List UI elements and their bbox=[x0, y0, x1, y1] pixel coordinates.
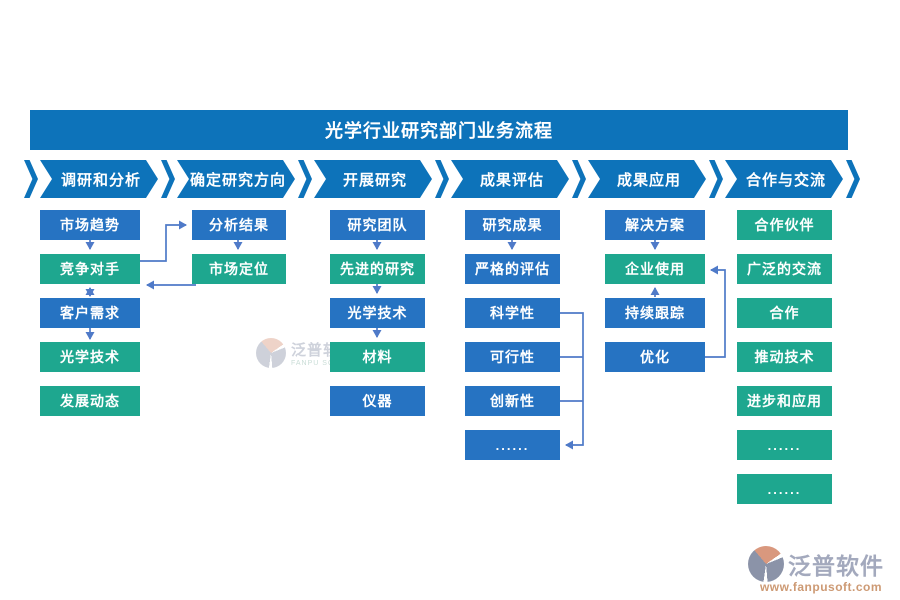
node-continuous-tracking: 持续跟踪 bbox=[605, 298, 705, 328]
page-title: 光学行业研究部门业务流程 bbox=[30, 110, 848, 150]
chevron-separator-icon bbox=[709, 160, 723, 198]
logo-name: 泛普软件 bbox=[788, 553, 884, 579]
node-customer-needs: 客户需求 bbox=[40, 298, 140, 328]
chevron-separator-icon bbox=[435, 160, 449, 198]
node-competitors: 竞争对手 bbox=[40, 254, 140, 284]
watermark-subtitle: FANPU SOFTWARE bbox=[291, 360, 369, 367]
stage-define-direction: 确定研究方向 bbox=[177, 160, 295, 198]
node-rigorous-evaluation: 严格的评估 bbox=[465, 254, 560, 284]
node-research-team: 研究团队 bbox=[330, 210, 425, 240]
stage-research-analysis: 调研和分析 bbox=[40, 160, 158, 198]
node-cooperation: 合作 bbox=[737, 298, 832, 328]
stage-label: 调研和分析 bbox=[60, 171, 141, 189]
node-analysis-results: 分析结果 bbox=[192, 210, 286, 240]
node-optimization: 优化 bbox=[605, 342, 705, 372]
stage-conduct-research: 开展研究 bbox=[314, 160, 432, 198]
fanpu-logo-icon bbox=[748, 546, 784, 582]
stage-label: 成果评估 bbox=[479, 171, 544, 189]
chevron-separator-icon bbox=[572, 160, 586, 198]
fanpu-logo-icon bbox=[256, 338, 286, 368]
node-market-positioning: 市场定位 bbox=[192, 254, 286, 284]
node-partners: 合作伙伴 bbox=[737, 210, 832, 240]
node-feasibility: 可行性 bbox=[465, 342, 560, 372]
stage-label: 合作与交流 bbox=[745, 171, 826, 189]
node-development-trends: 发展动态 bbox=[40, 386, 140, 416]
node-ellipsis-evaluation: ...... bbox=[465, 430, 560, 460]
stage-result-application: 成果应用 bbox=[588, 160, 706, 198]
node-solution: 解决方案 bbox=[605, 210, 705, 240]
node-research-results: 研究成果 bbox=[465, 210, 560, 240]
node-market-trends: 市场趋势 bbox=[40, 210, 140, 240]
node-advanced-research: 先进的研究 bbox=[330, 254, 425, 284]
node-progress-application: 进步和应用 bbox=[737, 386, 832, 416]
node-enterprise-use: 企业使用 bbox=[605, 254, 705, 284]
logo-url: www.fanpusoft.com bbox=[759, 580, 883, 594]
fanpu-logo: 泛普软件 www.fanpusoft.com bbox=[748, 546, 894, 594]
node-innovativeness: 创新性 bbox=[465, 386, 560, 416]
chevron-separator-icon bbox=[161, 160, 175, 198]
chevron-separator-icon bbox=[846, 160, 860, 198]
chevron-separator-icon bbox=[298, 160, 312, 198]
node-extensive-exchange: 广泛的交流 bbox=[737, 254, 832, 284]
node-materials: 材料 bbox=[330, 342, 425, 372]
node-optical-technology-2: 光学技术 bbox=[330, 298, 425, 328]
stage-label: 成果应用 bbox=[616, 171, 681, 189]
stage-label: 确定研究方向 bbox=[189, 171, 286, 189]
node-ellipsis-exchange-2: ...... bbox=[737, 474, 832, 504]
node-optical-technology: 光学技术 bbox=[40, 342, 140, 372]
node-promote-technology: 推动技术 bbox=[737, 342, 832, 372]
stage-cooperation-exchange: 合作与交流 bbox=[725, 160, 843, 198]
stage-result-evaluation: 成果评估 bbox=[451, 160, 569, 198]
node-ellipsis-exchange-1: ...... bbox=[737, 430, 832, 460]
node-scientificity: 科学性 bbox=[465, 298, 560, 328]
stage-label: 开展研究 bbox=[342, 171, 407, 189]
node-instruments: 仪器 bbox=[330, 386, 425, 416]
chevron-separator-icon bbox=[24, 160, 38, 198]
